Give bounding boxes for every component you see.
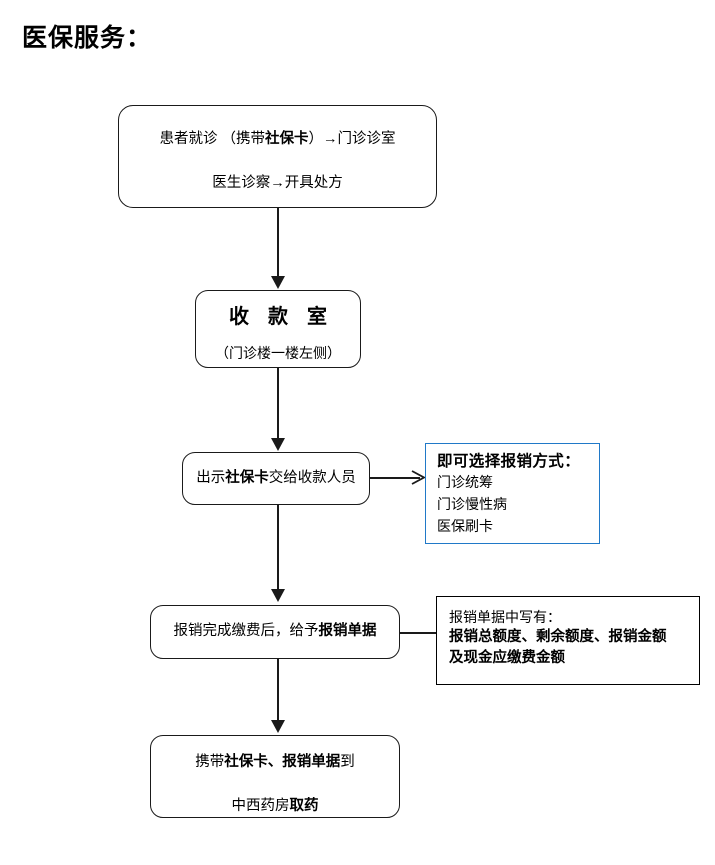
arrowhead-cashier-to-present xyxy=(271,438,285,451)
present-card-text-a: 出示 xyxy=(196,469,226,486)
flow-node-pharmacy-pickup[interactable]: 携带社保卡、报销单据到 中西药房取药 xyxy=(150,735,400,818)
connector-visit-to-cashier xyxy=(277,208,279,278)
pharmacy-line-1: 携带社保卡、报销单据到 xyxy=(195,753,355,773)
patient-visit-text-a: 患者就诊 （携带 xyxy=(159,131,266,147)
connector-receipt-to-pharmacy xyxy=(277,659,279,721)
connector-cashier-to-present xyxy=(277,368,279,440)
page-title: 医保服务： xyxy=(22,25,153,52)
pharmacy-text-a: 携带 xyxy=(195,754,225,770)
connector-present-to-methods xyxy=(370,477,420,479)
annotation-receipt-detail: 报销单据中写有： 报销总额度、剩余额度、报销金额 及现金应缴费金额 xyxy=(436,596,700,685)
arrowhead-receipt-to-pharmacy xyxy=(271,720,285,733)
flow-node-reimbursement-receipt[interactable]: 报销完成缴费后，给予报销单据 xyxy=(150,605,400,659)
pharmacy-line2-text-bold: 取药 xyxy=(289,797,319,814)
pharmacy-line-2: 中西药房取药 xyxy=(232,797,319,817)
methods-option-3: 医保刷卡 xyxy=(437,517,493,534)
arrowhead-visit-to-cashier xyxy=(271,276,285,289)
cashier-room-title: 收 款 室 xyxy=(229,306,334,328)
pharmacy-line2-text-a: 中西药房 xyxy=(231,797,290,814)
methods-heading: 即可选择报销方式： xyxy=(437,453,581,470)
methods-option-2: 门诊慢性病 xyxy=(437,495,507,512)
arrowhead-present-to-receipt xyxy=(271,589,285,602)
flow-node-present-card[interactable]: 出示社保卡交给收款人员 xyxy=(182,452,370,505)
connector-present-to-receipt xyxy=(277,505,279,590)
present-card-text-c: 交给收款人员 xyxy=(268,469,356,486)
annotation-reimbursement-methods: 即可选择报销方式： 门诊统筹 门诊慢性病 医保刷卡 xyxy=(425,443,600,544)
arrowhead-present-to-methods xyxy=(411,470,425,485)
flow-node-cashier-room[interactable]: 收 款 室 （门诊楼一楼左侧） xyxy=(195,290,361,368)
flow-node-patient-visit[interactable]: 患者就诊 （携带社保卡）→门诊诊室 医生诊察→开具处方 xyxy=(118,105,437,208)
connector-receipt-to-detail xyxy=(400,632,436,634)
patient-visit-text-bold: 社保卡 xyxy=(265,131,309,147)
present-card-text-bold: 社保卡 xyxy=(225,469,269,486)
receipt-text-a: 报销完成缴费后，给予 xyxy=(173,623,319,640)
receipt-detail-line-1: 报销总额度、剩余额度、报销金额 xyxy=(449,629,667,646)
cashier-room-subtitle: （门诊楼一楼左侧） xyxy=(215,345,341,361)
pharmacy-text-bold: 社保卡、报销单据 xyxy=(224,754,341,770)
receipt-detail-heading: 报销单据中写有： xyxy=(449,609,561,625)
methods-option-1: 门诊统筹 xyxy=(437,474,493,491)
patient-visit-line-2: 医生诊察→开具处方 xyxy=(212,174,343,191)
present-card-line: 出示社保卡交给收款人员 xyxy=(196,469,356,489)
patient-visit-text-c: ）→门诊诊室 xyxy=(308,131,396,147)
receipt-text-bold: 报销单据 xyxy=(318,623,377,640)
patient-visit-line-1: 患者就诊 （携带社保卡）→门诊诊室 xyxy=(159,130,395,150)
receipt-line: 报销完成缴费后，给予报销单据 xyxy=(174,622,377,642)
pharmacy-text-c: 到 xyxy=(340,754,355,770)
receipt-detail-line-2: 及现金应缴费金额 xyxy=(449,650,565,667)
